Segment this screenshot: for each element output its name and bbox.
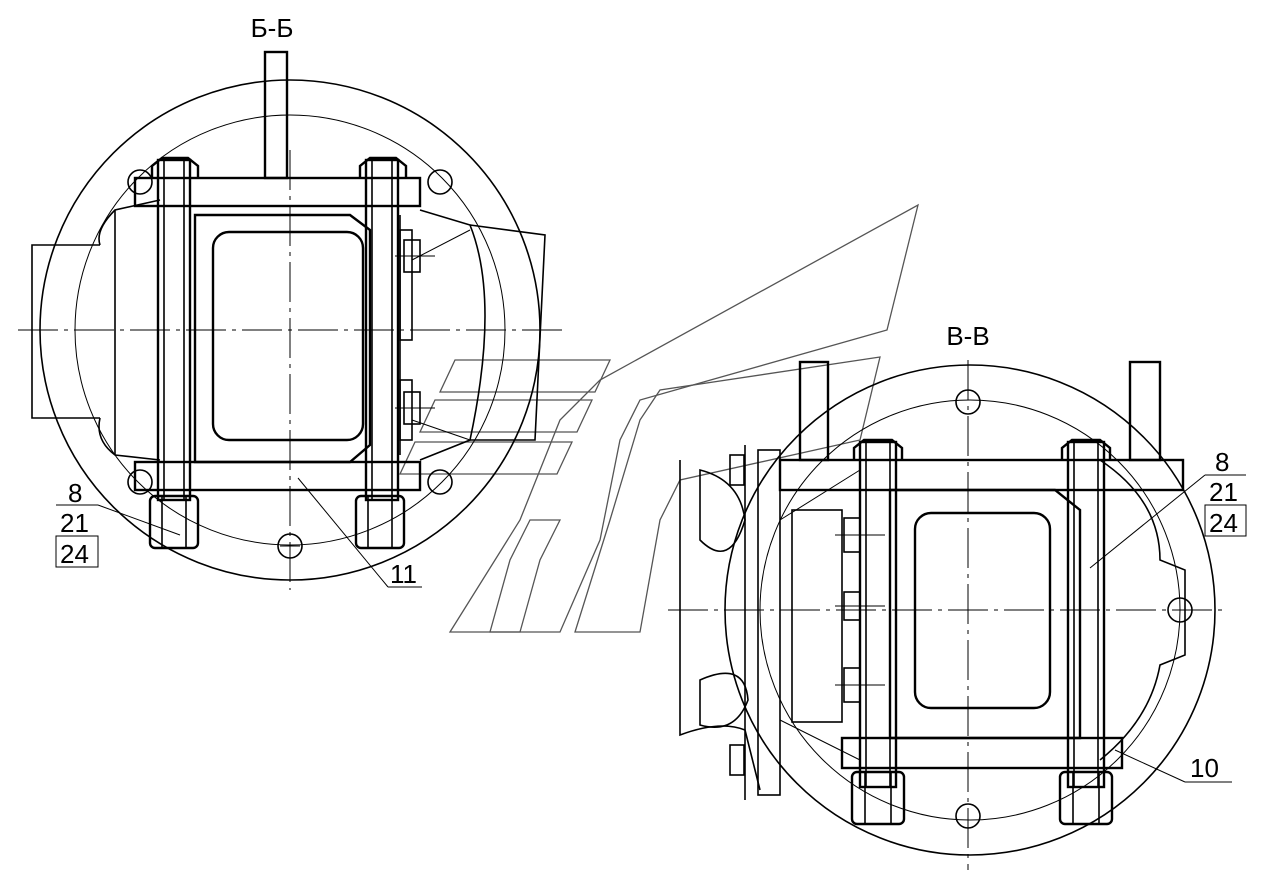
section-v-callout-21: 21 <box>1209 477 1238 507</box>
watermark-logo <box>398 203 919 633</box>
section-v-callout-8: 8 <box>1215 447 1229 477</box>
section-b-title: Б-Б <box>251 13 294 43</box>
section-v-callout-24: 24 <box>1209 508 1238 538</box>
section-v-title: В-В <box>946 321 989 351</box>
section-b-callout-8: 8 <box>68 478 82 508</box>
section-b-callout-24: 24 <box>60 539 89 569</box>
section-b-view: Б-Б <box>18 13 562 590</box>
section-v-view: В-В <box>668 321 1247 870</box>
section-b-callout-11: 11 <box>390 559 417 589</box>
section-b-callout-21: 21 <box>60 508 89 538</box>
section-v-callout-10: 10 <box>1190 753 1219 783</box>
